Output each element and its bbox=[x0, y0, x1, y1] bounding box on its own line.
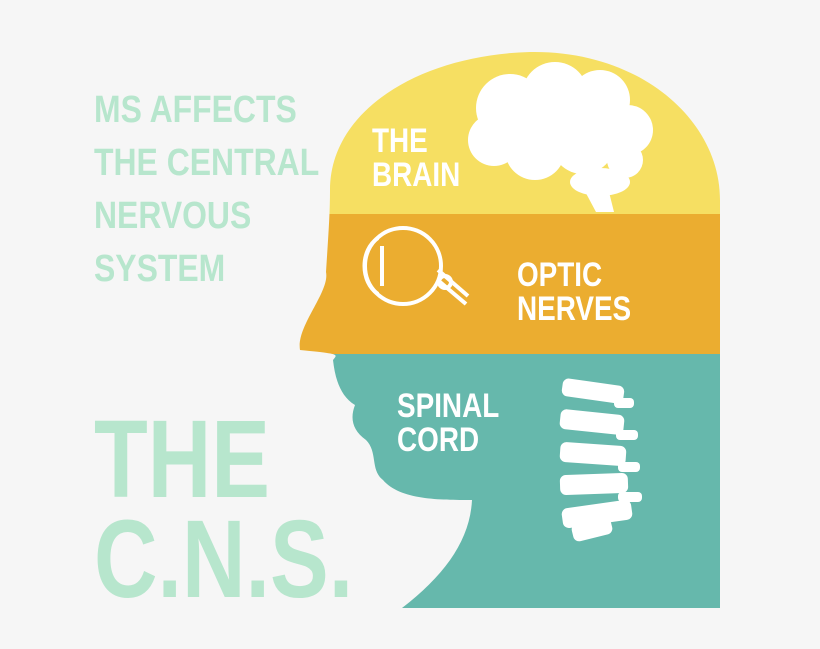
intro-line: MS AFFECTS bbox=[94, 89, 297, 131]
big-title-line: THE bbox=[94, 398, 270, 521]
intro-line: NERVOUS bbox=[94, 195, 252, 237]
optic-band bbox=[299, 214, 720, 354]
intro-text: MS AFFECTS THE CENTRAL NERVOUS SYSTEM bbox=[94, 84, 319, 296]
brain-label-line: BRAIN bbox=[372, 156, 461, 194]
optic-nerves-label: OPTIC NERVES bbox=[517, 258, 631, 326]
vertebrae-icon bbox=[559, 378, 642, 542]
eye-icon bbox=[362, 226, 470, 306]
brain-label-line: THE bbox=[372, 122, 428, 160]
spinal-label-line: SPINAL bbox=[397, 387, 500, 425]
intro-line: THE CENTRAL bbox=[94, 142, 320, 184]
spinal-cord-label: SPINAL CORD bbox=[397, 389, 499, 457]
spinal-label-line: CORD bbox=[397, 421, 480, 459]
optic-label-line: NERVES bbox=[517, 290, 632, 328]
big-title: THE C.N.S. bbox=[94, 398, 354, 621]
brain-label: THE BRAIN bbox=[372, 124, 460, 192]
big-title-line: C.N.S. bbox=[94, 498, 354, 621]
brain-icon bbox=[468, 62, 653, 212]
optic-label-line: OPTIC bbox=[517, 256, 603, 294]
intro-line: SYSTEM bbox=[94, 248, 226, 290]
